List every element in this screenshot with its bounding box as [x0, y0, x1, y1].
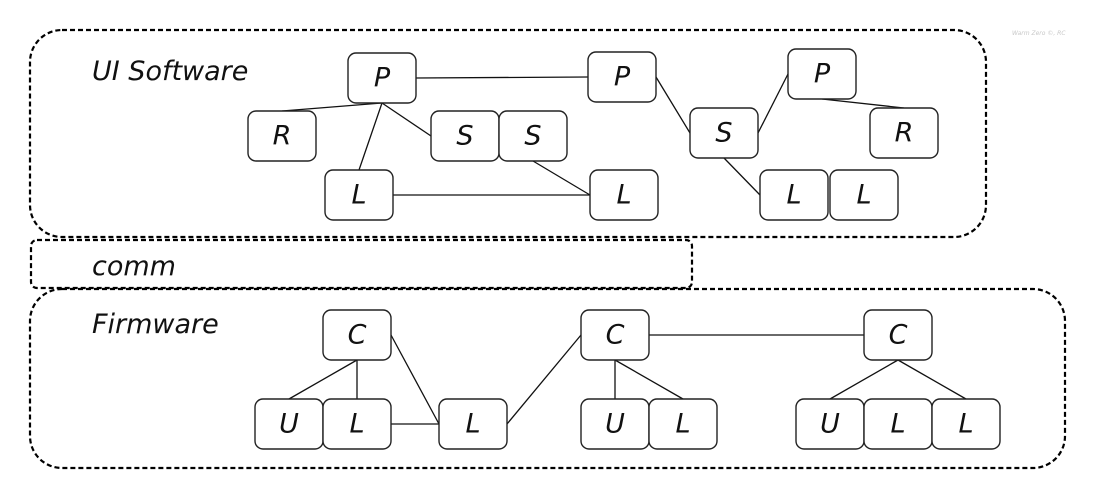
node-label: S [456, 121, 473, 152]
node-box [322, 309, 392, 361]
group-label-firmware: Firmware [92, 309, 219, 340]
node-label: U [605, 409, 625, 440]
node-box [322, 398, 392, 450]
edge-p1-s1 [381, 102, 432, 137]
edge-s3-l3 [723, 157, 761, 196]
node-label: L [890, 409, 905, 440]
node-box [869, 107, 939, 159]
node-c2: C [580, 309, 650, 361]
node-box [247, 110, 317, 162]
node-label: S [715, 118, 732, 149]
edge-c3-l9 [897, 359, 967, 400]
group-label-ui-software: UI Software [92, 56, 248, 87]
node-s3: S [689, 107, 759, 159]
node-label: P [814, 59, 831, 90]
node-box [589, 169, 659, 221]
node-l2: L [589, 169, 659, 221]
node-l8: L [863, 398, 933, 450]
node-label: R [273, 121, 292, 152]
node-u1: U [254, 398, 324, 450]
node-label: L [958, 409, 973, 440]
node-box [324, 169, 394, 221]
node-l1: L [324, 169, 394, 221]
edge-c1-u1 [288, 359, 358, 400]
node-l3: L [759, 169, 829, 221]
node-p1: P [347, 52, 417, 104]
node-label: C [889, 320, 908, 351]
node-p2: P [587, 51, 657, 103]
edge-l6-c2 [506, 334, 582, 425]
node-label: L [616, 180, 631, 211]
node-label: L [786, 180, 801, 211]
node-label: L [856, 180, 871, 211]
group-label-comm: comm [92, 251, 176, 282]
node-box [689, 107, 759, 159]
edge-c2-l7 [614, 359, 684, 400]
node-l7: L [648, 398, 718, 450]
node-label: L [675, 409, 690, 440]
node-c1: C [322, 309, 392, 361]
node-box [438, 398, 508, 450]
node-box [580, 309, 650, 361]
group-ui-software: UI Software [28, 28, 988, 239]
node-s1: S [430, 110, 500, 162]
node-label: L [351, 180, 366, 211]
edge-c3-u3 [829, 359, 899, 400]
edge-p3-r2 [821, 98, 905, 109]
group-comm: comm [29, 238, 694, 290]
node-box [648, 398, 718, 450]
node-r1: R [247, 110, 317, 162]
node-l6: L [438, 398, 508, 450]
node-u2: U [580, 398, 650, 450]
edge-p2-s3 [655, 76, 691, 134]
group-frame-firmware [28, 287, 1067, 470]
node-u3: U [795, 398, 865, 450]
node-box [759, 169, 829, 221]
node-l5: L [322, 398, 392, 450]
node-r2: R [869, 107, 939, 159]
node-l4: L [829, 169, 899, 221]
node-label: L [349, 409, 364, 440]
edge-c1-l6 [390, 334, 440, 425]
edge-s2-l2 [532, 160, 591, 196]
node-l9: L [931, 398, 1001, 450]
node-box [787, 48, 857, 100]
node-box [829, 169, 899, 221]
watermark: Warm Zero ©, RC [1012, 30, 1066, 37]
node-p3: P [787, 48, 857, 100]
node-label: S [524, 121, 541, 152]
groups-layer: UI Software comm Firmware [28, 28, 1067, 470]
edge-p1-l1 [358, 102, 383, 171]
node-label: U [820, 409, 840, 440]
node-box [498, 110, 568, 162]
node-label: U [279, 409, 299, 440]
edge-p1-p2 [415, 76, 589, 79]
node-box [931, 398, 1001, 450]
node-label: P [374, 63, 391, 94]
node-c3: C [863, 309, 933, 361]
edges-layer [281, 73, 967, 425]
node-box [347, 52, 417, 104]
node-box [863, 309, 933, 361]
node-s2: S [498, 110, 568, 162]
node-box [587, 51, 657, 103]
node-label: C [606, 320, 625, 351]
node-label: P [614, 62, 631, 93]
node-label: L [465, 409, 480, 440]
node-label: C [348, 320, 367, 351]
edge-p1-r1 [281, 102, 383, 112]
edge-s3-p3 [757, 73, 789, 134]
group-firmware: Firmware [28, 287, 1067, 470]
node-label: R [895, 118, 914, 149]
